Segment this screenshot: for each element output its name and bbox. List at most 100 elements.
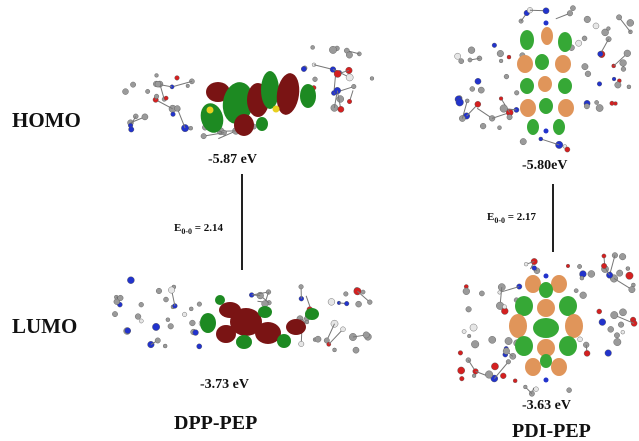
atom	[367, 299, 373, 305]
atom	[152, 323, 160, 331]
atom	[189, 306, 194, 312]
atom	[130, 81, 136, 88]
bond	[328, 328, 344, 345]
atom	[117, 294, 124, 301]
atom	[477, 86, 485, 94]
atom	[577, 336, 583, 343]
atom	[345, 73, 354, 82]
atom	[503, 73, 510, 80]
atom	[467, 57, 473, 63]
atom	[362, 331, 370, 339]
atom	[310, 45, 315, 50]
atom	[458, 58, 465, 64]
atom	[170, 111, 176, 117]
pdi-homo-atoms	[454, 5, 634, 153]
dpp-gap-line	[241, 174, 243, 270]
atom	[577, 264, 582, 269]
pdi-gap-symbol: E	[487, 211, 495, 223]
atom	[174, 75, 180, 81]
atom	[345, 66, 353, 74]
atom	[491, 362, 499, 371]
atom	[154, 73, 159, 78]
atom	[344, 301, 350, 307]
atom	[329, 46, 337, 54]
atom	[167, 323, 174, 330]
atom	[570, 5, 576, 11]
atom	[145, 89, 151, 94]
atom	[346, 51, 353, 59]
bond	[159, 83, 165, 100]
atom	[514, 90, 520, 96]
atom	[155, 287, 162, 294]
atom	[298, 284, 304, 290]
bond	[326, 323, 335, 341]
atom	[523, 384, 528, 390]
atom	[614, 81, 622, 89]
atom	[565, 263, 570, 268]
atom	[174, 105, 181, 112]
atom	[141, 113, 149, 121]
dpp-gap-symbol: E	[174, 222, 182, 234]
atom	[462, 287, 470, 295]
atom	[128, 126, 135, 133]
atom	[579, 291, 587, 299]
atom	[499, 58, 504, 64]
atom	[333, 70, 342, 78]
atom	[336, 95, 344, 103]
atom	[134, 313, 142, 320]
pdi-lumo-energy: -3.63 eV	[522, 398, 571, 413]
atom	[606, 26, 611, 31]
atom	[542, 7, 550, 15]
atom	[601, 253, 607, 259]
pdi-gap-subscript: 0-0	[494, 216, 506, 226]
atom	[619, 308, 627, 317]
dpp-pep-title: DPP-PEP	[174, 412, 258, 434]
atom	[162, 343, 168, 349]
atom	[355, 300, 362, 308]
atom	[583, 15, 591, 23]
dpp-homo-orbital	[122, 45, 375, 140]
atom	[583, 350, 591, 357]
bond	[251, 291, 269, 296]
atom	[469, 323, 478, 332]
atom	[298, 341, 305, 347]
bond	[461, 100, 468, 119]
dpp-homo-energy: -5.87 eV	[208, 152, 257, 167]
atom	[512, 378, 518, 383]
atom	[467, 46, 476, 54]
atom	[575, 39, 582, 47]
dpp-gap-subscript: 0-0	[181, 227, 193, 237]
atom	[154, 337, 161, 344]
bond	[609, 255, 616, 276]
atom	[192, 329, 199, 336]
bond	[171, 80, 193, 88]
pdi-gap-value: = 2.17	[507, 211, 537, 223]
atom	[300, 66, 307, 72]
atom	[626, 19, 634, 27]
homo-row-label: HOMO	[12, 108, 81, 132]
bond	[499, 286, 520, 293]
atom	[163, 95, 169, 101]
atom	[502, 347, 510, 355]
atom	[587, 270, 596, 278]
atom	[530, 258, 538, 265]
atom	[601, 28, 609, 37]
atom	[620, 66, 627, 72]
atom	[465, 306, 472, 313]
atom	[469, 86, 475, 92]
pdi-lumo-orbital	[457, 252, 638, 397]
pdi-homo-orbital	[454, 5, 634, 153]
atom	[480, 123, 487, 130]
atom	[314, 335, 322, 343]
atom	[154, 93, 160, 99]
atom	[566, 10, 573, 17]
atom	[618, 321, 625, 328]
atom	[613, 101, 618, 106]
pdi-homo-energy: -5.80eV	[522, 158, 568, 173]
atom	[566, 387, 572, 393]
atom	[488, 336, 497, 344]
atom	[610, 311, 619, 319]
atom	[626, 84, 632, 90]
